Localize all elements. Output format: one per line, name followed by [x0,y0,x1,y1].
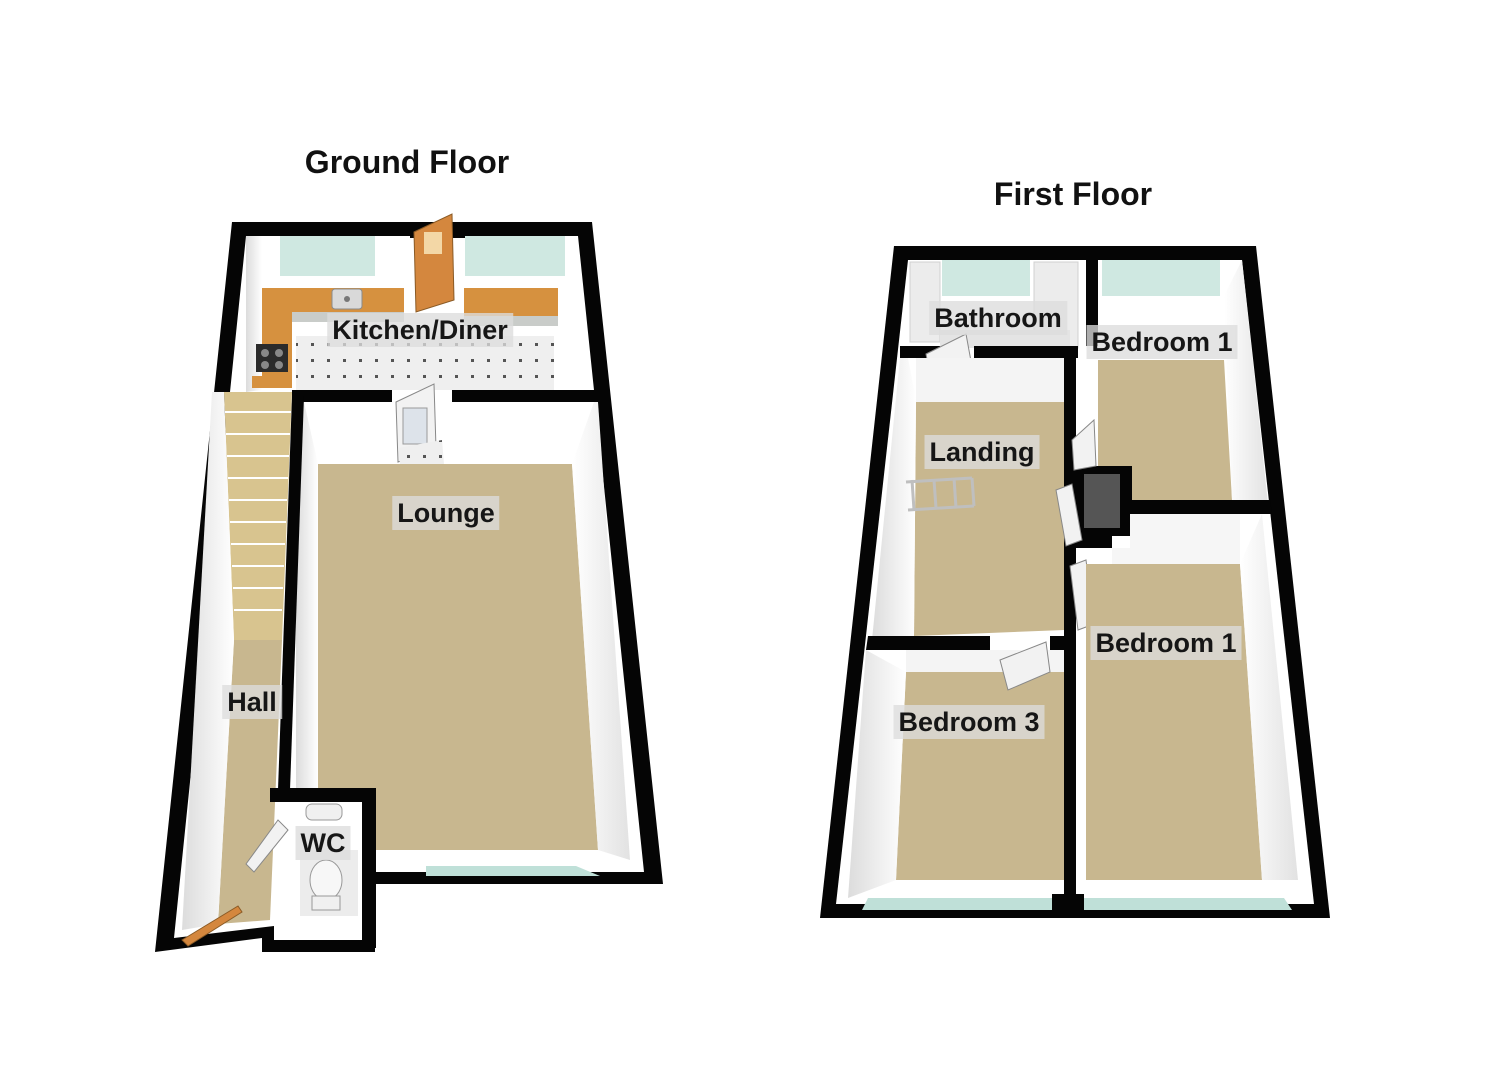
lounge-carpet [318,464,598,850]
kitchen-worktop [252,288,404,388]
bedroom-divider-wall [1076,536,1112,548]
bedroom-1-bedroom-3-wall [1064,636,1076,906]
bedroom-1-lower-wall-face [1112,514,1240,564]
sink-icon [344,296,350,302]
room-label-kitchen-diner: Kitchen/Diner [327,313,513,347]
cupboard-door [1055,483,1083,547]
bedroom-3-floor [896,672,1064,880]
hob-ring-icon [261,361,269,369]
first-floor-title: First Floor [993,176,1153,212]
bedroom-1-upper-door [1071,418,1097,471]
bathroom-wall [1032,246,1094,260]
room-label-bedroom-3: Bedroom 3 [893,705,1045,739]
bathroom-wall [1086,246,1098,346]
room-label-bathroom: Bathroom [929,301,1067,335]
bedroom-1-lower-wall-face [1240,514,1298,880]
lounge-window [426,866,600,876]
bedroom-1-lower-floor [1086,564,1262,880]
lounge-wall-face [572,402,630,860]
room-label-landing: Landing [924,435,1040,469]
hob-icon [256,344,288,372]
wc-door [245,819,289,873]
hob-ring-icon [275,349,283,357]
room-label-wc: WC [295,826,351,860]
kitchen-window [280,236,375,276]
toilet-cistern-icon [311,895,341,911]
hob-ring-icon [261,349,269,357]
staircase [224,392,292,640]
ground-floor-plan [155,213,663,952]
wc-wall [270,788,374,802]
room-label-hall: Hall [222,685,282,719]
first-floor-plan [820,246,1330,918]
room-label-lounge: Lounge [392,496,500,530]
room-label-bedroom-1-upper: Bedroom 1 [1086,325,1238,359]
lounge-threshold [398,440,444,464]
front-door [181,905,243,947]
lounge-wall-face [296,402,318,852]
back-door [413,213,455,313]
bedroom-3-window [862,898,1054,910]
bedroom-divider-wall [1130,500,1272,514]
kitchen-lounge-wall [452,390,598,402]
bedroom-1-window [1082,898,1292,910]
hall-lounge-wall [278,396,304,790]
bathroom-window [942,260,1030,296]
kitchen-worktop [464,288,558,316]
landing-bedroom-3-wall [866,636,990,650]
toilet-icon [309,859,343,901]
landing-back-wall [916,358,1064,402]
bedroom-3-wall-face [848,650,906,898]
kitchen-lounge-wall [292,390,392,402]
room-label-bedroom-1-lower: Bedroom 1 [1090,626,1242,660]
cupboard-interior [1084,474,1120,528]
hob-ring-icon [275,361,283,369]
banister [905,476,976,512]
ground-floor-title: Ground Floor [304,144,510,180]
front-pier [1052,894,1084,918]
hall-wall-face [182,392,234,930]
bedroom-1-upper-floor [1098,360,1232,500]
bedroom-3-door [999,641,1051,691]
wc-basin-icon [305,803,343,821]
lounge-door-glass [402,407,428,445]
kitchen-window [465,236,565,276]
bedroom-window [1102,260,1220,296]
stair-treads [225,411,291,611]
bedroom-1-upper-wall-face [1224,260,1268,504]
landing-wall-face [872,358,916,640]
landing-bedroom-3-wall [1050,636,1066,650]
bathroom-landing-wall [974,346,1078,358]
back-door-glass [424,232,442,254]
wc-wall [362,788,376,948]
